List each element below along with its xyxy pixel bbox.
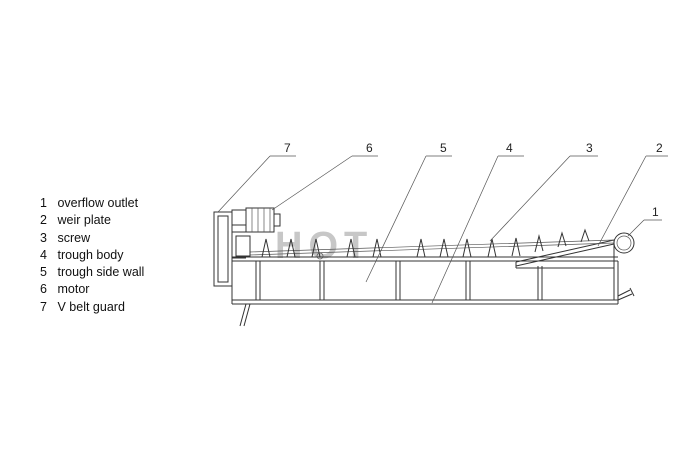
callout-2: 2 bbox=[597, 141, 668, 247]
svg-text:7: 7 bbox=[284, 141, 291, 155]
svg-text:4: 4 bbox=[506, 141, 513, 155]
callout-5: 5 bbox=[365, 141, 452, 283]
legend-item-motor: 6 motor bbox=[40, 282, 90, 297]
svg-text:2: 2 bbox=[656, 141, 663, 155]
parts-legend: 1 overflow outlet 2 weir plate 3 screw 4… bbox=[40, 195, 144, 316]
svg-text:1: 1 bbox=[652, 205, 659, 219]
callout-1: 1 bbox=[627, 205, 662, 237]
callout-6: 6 bbox=[271, 141, 378, 211]
legend-item-weir-plate: 2 weir plate bbox=[40, 213, 111, 228]
legend-item-trough-body: 4 trough body bbox=[40, 247, 124, 262]
callout-7: 7 bbox=[217, 141, 296, 213]
svg-text:3: 3 bbox=[586, 141, 593, 155]
trough-side-wall bbox=[255, 261, 543, 300]
screw bbox=[249, 228, 615, 260]
callout-4: 4 bbox=[431, 141, 524, 304]
svg-text:6: 6 bbox=[366, 141, 373, 155]
overflow-outlet bbox=[613, 232, 635, 301]
svg-text:5: 5 bbox=[440, 141, 447, 155]
trough-body bbox=[231, 256, 619, 305]
legend-item-v-belt-guard: 7 V belt guard bbox=[40, 299, 125, 314]
legend-item-overflow-outlet: 1 overflow outlet bbox=[40, 196, 139, 210]
legend-item-screw: 3 screw bbox=[40, 230, 91, 245]
motor bbox=[231, 207, 281, 233]
legend-item-trough-side-wall: 5 trough side wall bbox=[40, 265, 145, 280]
v-belt-guard bbox=[213, 211, 251, 287]
watermark-logo: HOT bbox=[275, 225, 373, 267]
weir-plate bbox=[515, 239, 615, 269]
support-legs bbox=[239, 303, 251, 327]
callout-3: 3 bbox=[489, 141, 598, 242]
